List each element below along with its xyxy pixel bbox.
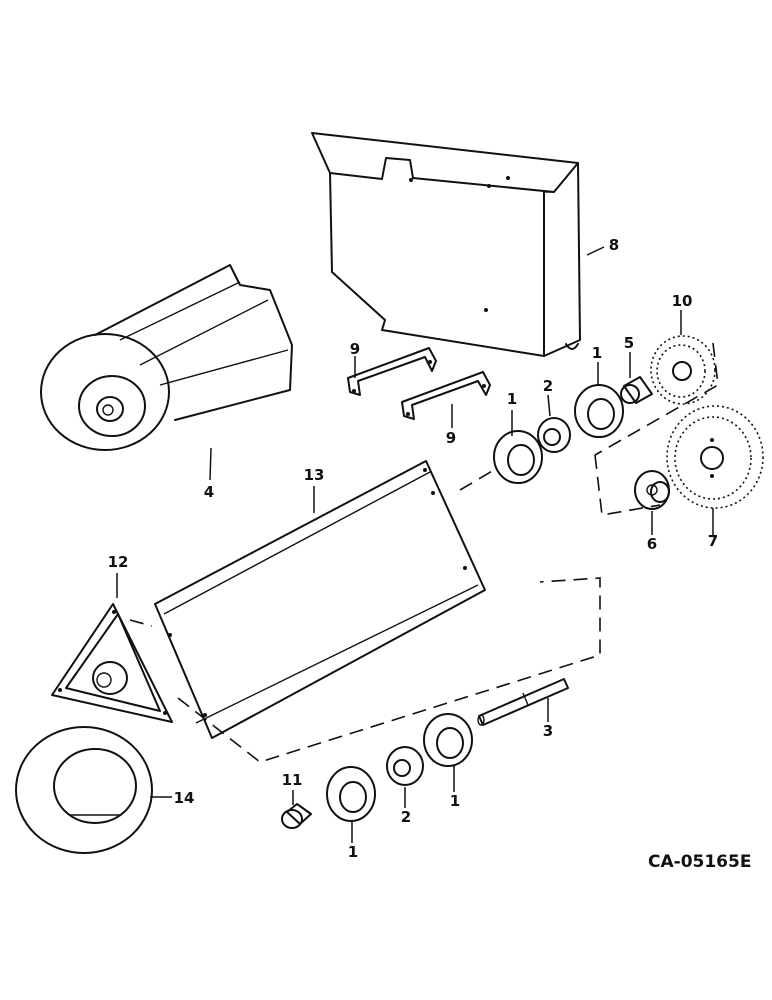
callout-7: 7: [708, 532, 718, 550]
hub-icon: [634, 470, 670, 510]
shield-icon: [311, 132, 581, 357]
callout-13: 13: [304, 466, 325, 484]
callout-10: 10: [672, 292, 693, 310]
callout-4: 4: [204, 483, 214, 501]
callout-1-lower-left: 1: [348, 843, 358, 861]
bracket-icon: [347, 347, 437, 396]
bearing-flange-icon: [493, 430, 543, 484]
ball-bearing-icon: [386, 746, 424, 786]
callout-11: 11: [282, 771, 303, 789]
bushing-icon: [620, 376, 653, 404]
sprocket-icon: [650, 335, 716, 405]
callout-2-lower: 2: [401, 808, 411, 826]
callout-5: 5: [624, 334, 634, 352]
callout-2-upper: 2: [543, 377, 553, 395]
drum-roller-icon: [40, 264, 293, 451]
washer-disc-icon: [15, 726, 153, 854]
callout-14: 14: [174, 789, 195, 807]
callout-1-upper-left: 1: [507, 390, 517, 408]
callout-9-lower: 9: [446, 429, 456, 447]
sprocket-icon: [666, 405, 764, 509]
pan-icon: [154, 460, 486, 739]
shaft-icon: [477, 678, 569, 726]
callout-1-upper-right: 1: [592, 344, 602, 362]
bushing-icon: [281, 803, 312, 829]
callout-9-upper: 9: [350, 340, 360, 358]
callout-labels: 8 4 9 9 13 12 1 2 1 5 10 6 7 3 1 2 1 11 …: [108, 236, 719, 861]
bearing-flange-icon: [423, 713, 473, 767]
callout-8: 8: [609, 236, 619, 254]
callout-3: 3: [543, 722, 553, 740]
callout-1-lower-right: 1: [450, 792, 460, 810]
callout-12: 12: [108, 553, 129, 571]
end-plate-icon: [51, 603, 173, 723]
bracket-icon: [401, 371, 491, 420]
bearing-flange-icon: [326, 766, 376, 822]
bearing-flange-icon: [574, 384, 624, 438]
drawing-code: CA-05165E: [648, 852, 751, 872]
ball-bearing-icon: [537, 417, 571, 453]
callout-6: 6: [647, 535, 657, 553]
assembly-guide-lines: [129, 342, 719, 763]
leader-lines: [116, 246, 714, 843]
